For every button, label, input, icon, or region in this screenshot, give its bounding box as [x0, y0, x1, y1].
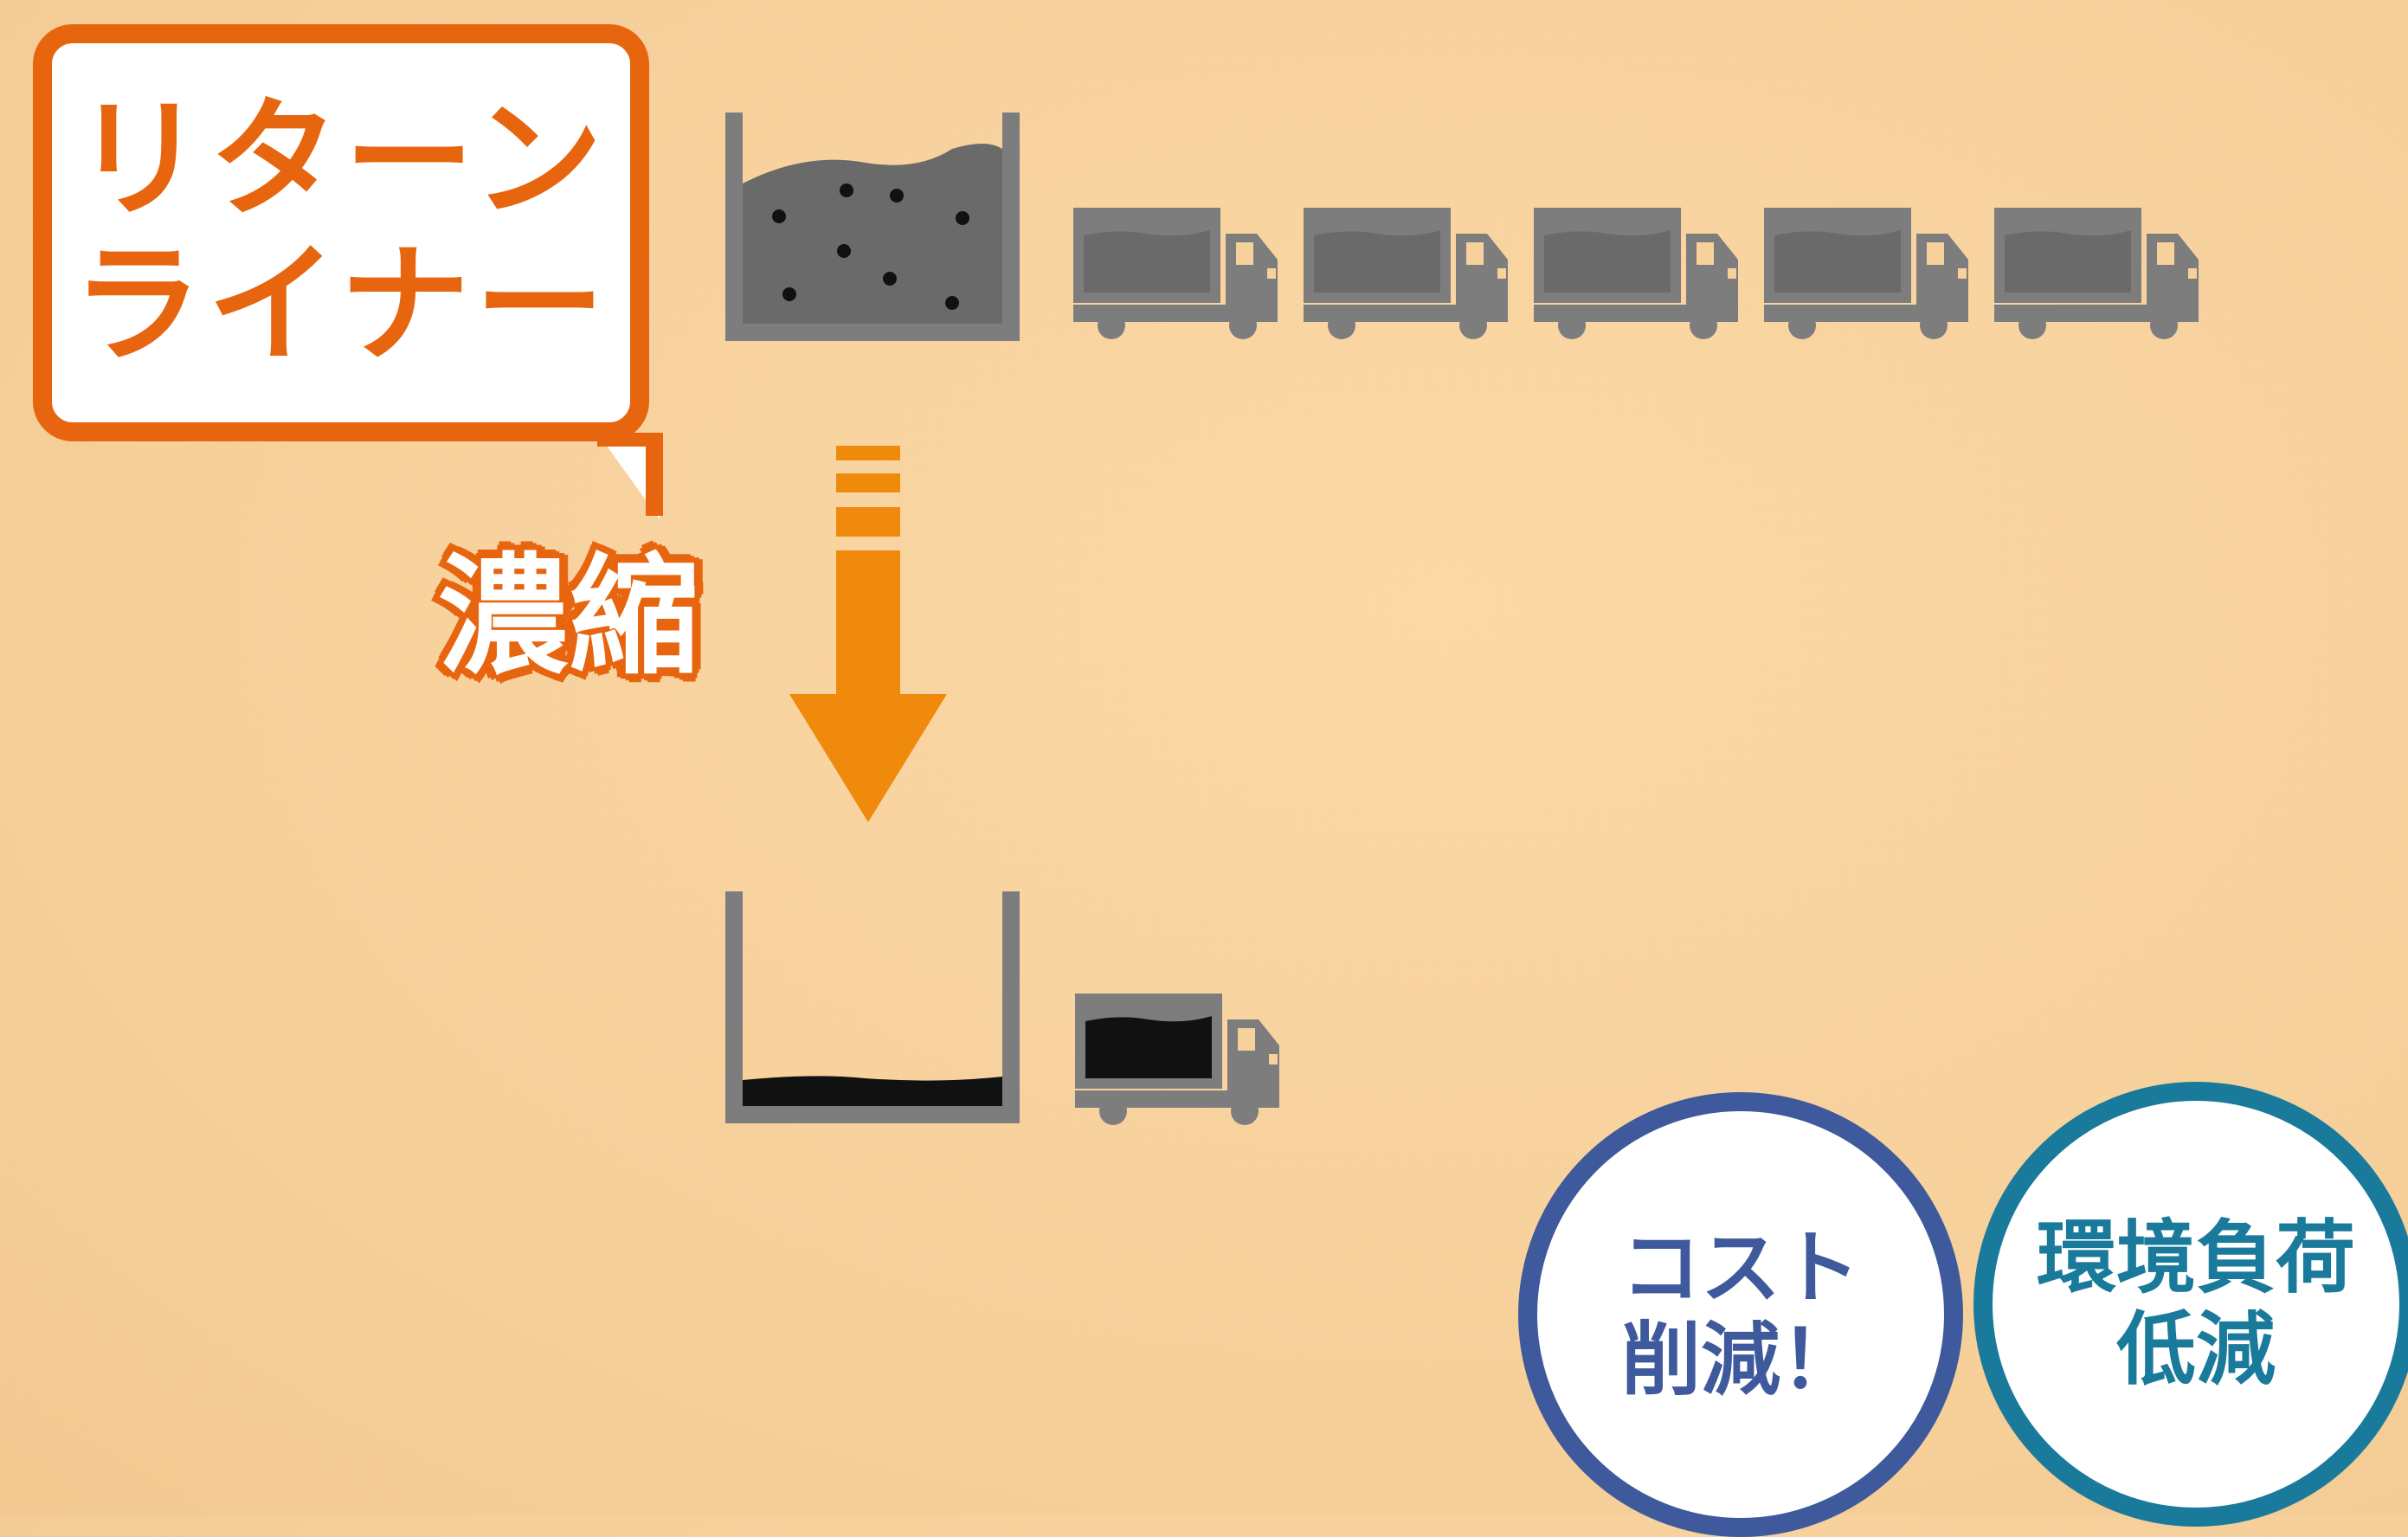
trucks-after	[1075, 994, 1279, 1125]
process-label: 濃縮	[437, 541, 701, 692]
badge-cost-reduction: コスト 削減！	[1518, 1092, 1963, 1537]
truck-icon	[1994, 208, 2199, 339]
badge-cost-line-1: コスト	[1620, 1222, 1860, 1315]
callout-line-1: リターン	[74, 85, 608, 235]
truck-icon	[1075, 994, 1279, 1125]
callout-tail	[597, 433, 663, 519]
badge-environment: 環境負荷 低減	[1973, 1082, 2408, 1527]
callout-box: リターン ライナー	[33, 24, 649, 441]
trucks-before	[1073, 208, 2199, 339]
badge-cost-line-2: 削減！	[1620, 1314, 1860, 1406]
sludge-particles	[772, 183, 969, 310]
truck-icon	[1304, 208, 1508, 339]
tank-before	[725, 113, 1020, 341]
truck-icon	[1764, 208, 1968, 339]
truck-icon	[1073, 208, 1278, 339]
badge-env-line-2: 低減	[2115, 1303, 2276, 1396]
badge-env-line-1: 環境負荷	[2036, 1212, 2355, 1305]
callout-line-2: ライナー	[72, 230, 610, 381]
truck-icon	[1534, 208, 1738, 339]
tank-after	[725, 891, 1020, 1123]
down-arrow	[789, 446, 947, 822]
